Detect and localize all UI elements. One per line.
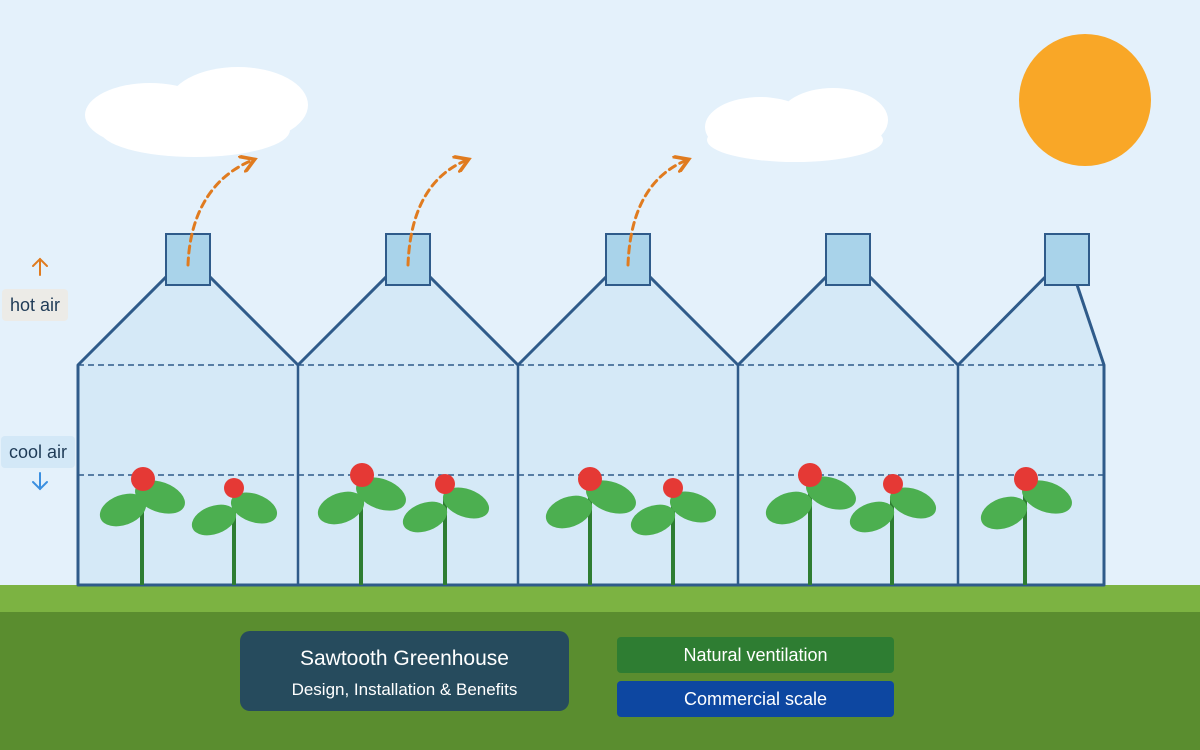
- arrow-up-icon: [32, 257, 48, 276]
- airflow-arrow: [186, 160, 253, 267]
- plant: [402, 474, 490, 585]
- title-heading: Sawtooth Greenhouse: [300, 647, 509, 670]
- title-subheading: Design, Installation & Benefits: [291, 680, 518, 699]
- roof-vent: [825, 233, 871, 286]
- cloud-icon: [705, 88, 888, 162]
- arrow-down-icon: [32, 472, 48, 491]
- cool-air-label: cool air: [1, 436, 76, 468]
- plant: [980, 467, 1072, 585]
- plant: [191, 478, 278, 585]
- airflow-arrow: [406, 160, 467, 267]
- natural-ventilation-badge: Natural ventilation: [617, 637, 894, 673]
- sun-icon: [1019, 34, 1151, 166]
- plant: [99, 467, 185, 585]
- roof-vent: [1044, 233, 1090, 286]
- hot-air-label: hot air: [2, 289, 69, 321]
- hot-air-flow: [186, 160, 687, 267]
- ground: [0, 612, 1200, 750]
- plant: [849, 474, 937, 585]
- commercial-scale-badge: Commercial scale: [617, 681, 894, 717]
- plant: [317, 463, 406, 585]
- plant: [630, 478, 717, 585]
- plant: [765, 463, 856, 585]
- airflow-arrow: [626, 160, 687, 267]
- plants: [99, 463, 1072, 585]
- cloud-icon: [85, 67, 308, 157]
- title-box: Sawtooth Greenhouse Design, Installation…: [240, 631, 569, 711]
- roof-vents: [165, 233, 1090, 286]
- roof-vent: [605, 233, 651, 286]
- plant: [545, 467, 636, 585]
- grass-strip: [0, 585, 1200, 613]
